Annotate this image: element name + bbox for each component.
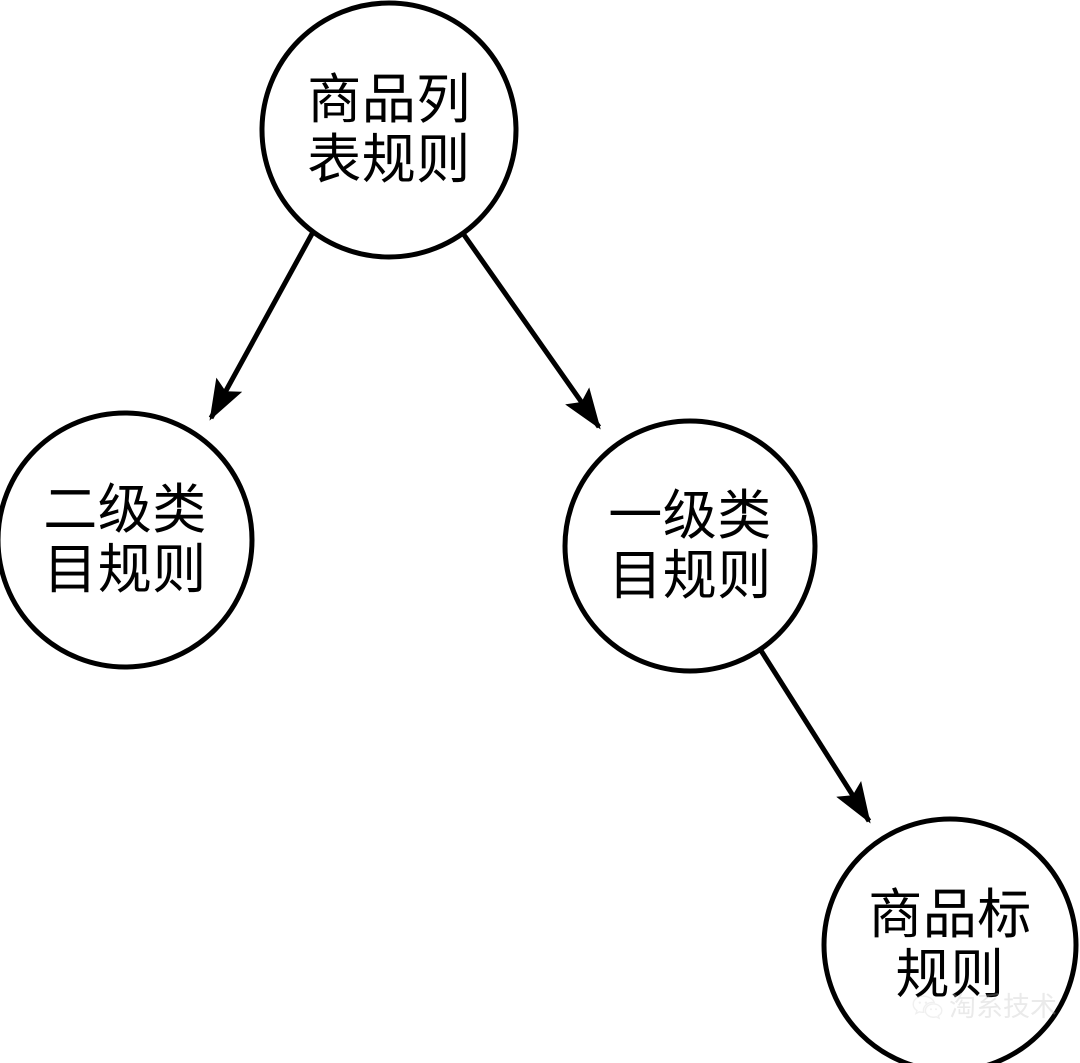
node-circle-product-tag[interactable]	[821, 816, 1079, 1063]
edge-first-level-category-to-product-tag	[757, 647, 872, 824]
node-circle-second-level-category[interactable]	[0, 410, 255, 670]
node-circle-first-level-category[interactable]	[562, 418, 818, 674]
node-circle-root[interactable]	[259, 0, 519, 260]
edge-root-to-second-level-category	[208, 230, 316, 421]
edge-root-to-first-level-category	[459, 230, 602, 430]
